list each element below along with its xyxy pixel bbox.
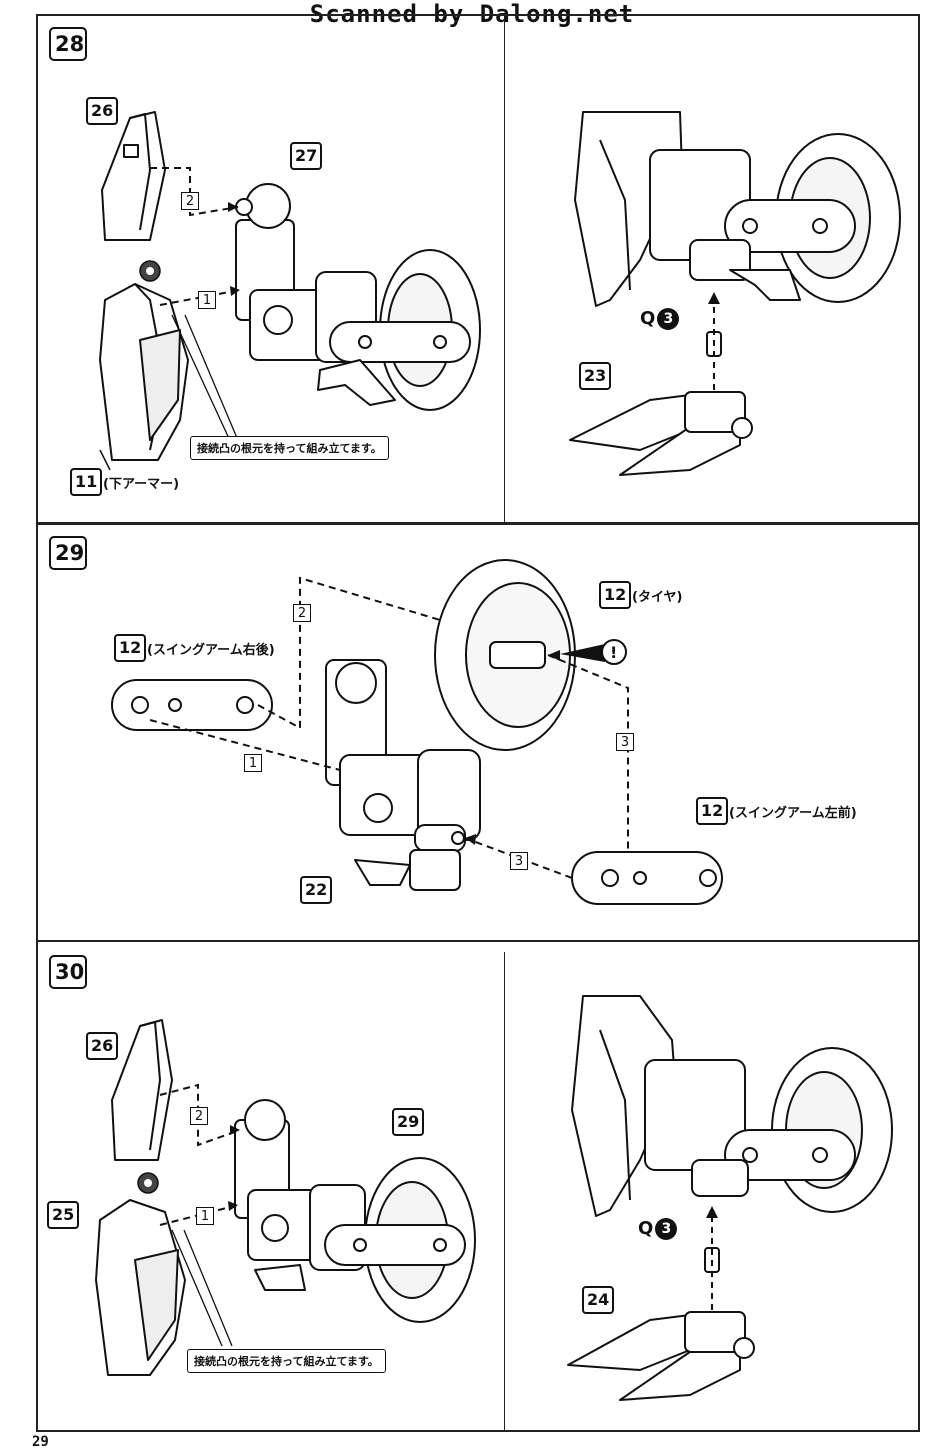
part-22-label: 22: [300, 876, 333, 904]
part-29-label: 29: [392, 1108, 425, 1136]
panel-divider: [504, 952, 505, 1430]
part-27-label: 27: [290, 142, 323, 170]
part-11-label: 11: [70, 468, 103, 496]
q-letter: Q: [640, 308, 656, 329]
part-26-label: 26: [86, 97, 119, 125]
step-29-order-2: 2: [293, 604, 311, 622]
tire-part-label: 12: [599, 581, 632, 609]
q-letter: Q: [638, 1218, 654, 1239]
part-24-label: 24: [582, 1286, 615, 1314]
step-28-order-1: 1: [198, 291, 216, 309]
step-30-order-2: 2: [190, 1107, 208, 1125]
arm-rear-part-name: (スイングアーム右後): [147, 643, 275, 658]
step-29-order-1: 1: [244, 754, 262, 772]
step-28-order-2: 2: [181, 192, 199, 210]
step-30-order-1: 1: [196, 1207, 214, 1225]
q-number-badge: 3: [657, 308, 680, 330]
part-23-label: 23: [579, 362, 612, 390]
part-25-label: 25: [47, 1201, 80, 1229]
part-11-name: (下アーマー): [103, 477, 180, 492]
step-29-order-3b: 3: [510, 852, 528, 870]
assembly-note: 接続凸の根元を持って組み立てます。: [190, 436, 389, 460]
assembly-note: 接続凸の根元を持って組み立てます。: [187, 1349, 386, 1373]
step-30-number: 30: [49, 955, 87, 989]
step-30-panel: [36, 940, 920, 1432]
arm-front-part-name: (スイングアーム左前): [729, 806, 857, 821]
step-28-panel: [36, 14, 920, 525]
arm-rear-part-label: 12: [114, 634, 147, 662]
tire-part-name: (タイヤ): [632, 590, 683, 605]
step-29-number: 29: [49, 536, 87, 570]
caution-symbol: !: [610, 643, 618, 662]
page-number: 29: [32, 1434, 49, 1450]
step-28-number: 28: [49, 27, 87, 61]
step-29-order-3a: 3: [616, 733, 634, 751]
arm-front-part-label: 12: [696, 797, 729, 825]
q-number-badge: 3: [655, 1218, 678, 1240]
part-26-label: 26: [86, 1032, 119, 1060]
panel-divider: [504, 16, 505, 525]
